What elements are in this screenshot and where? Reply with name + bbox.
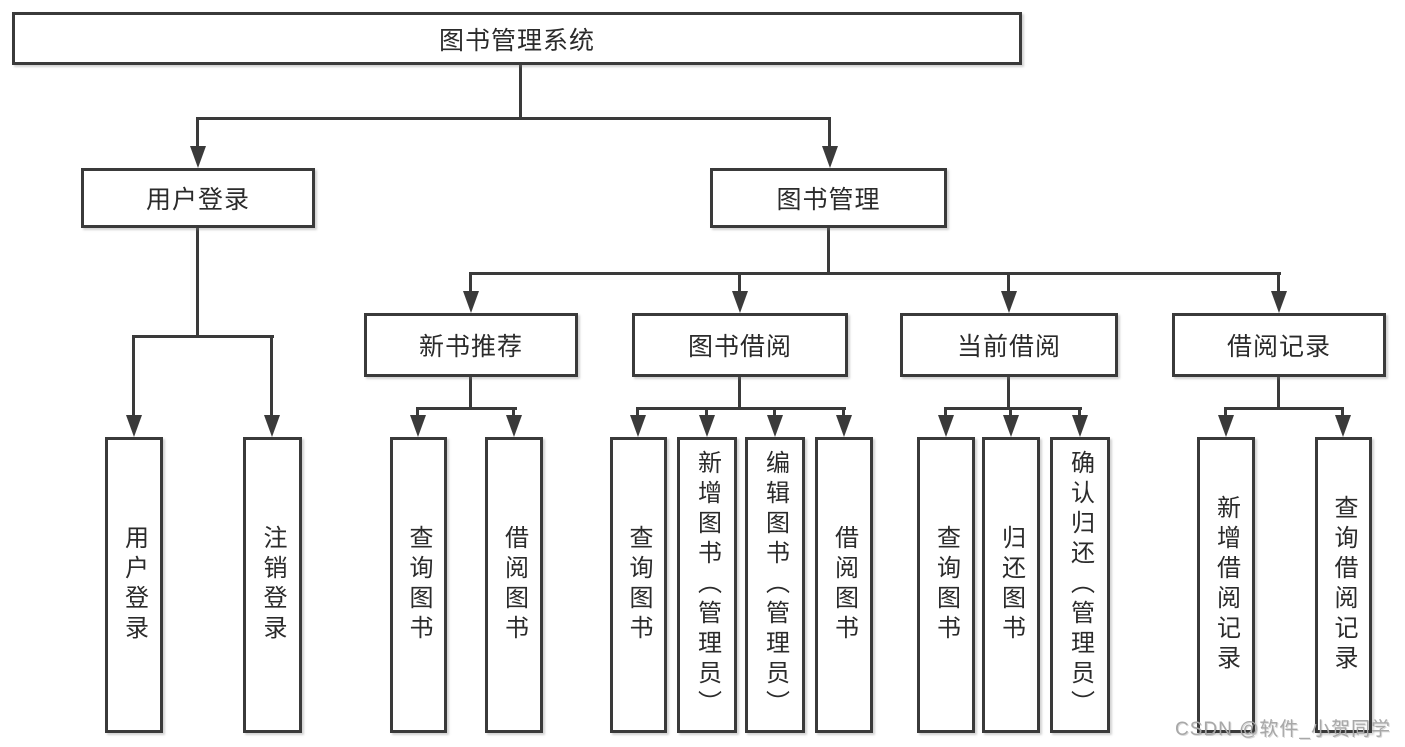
- arrow-down-icon: [732, 291, 748, 313]
- connector: [132, 335, 135, 415]
- connector: [636, 407, 639, 417]
- arrow-down-icon: [264, 415, 280, 437]
- leaf-query-books-borrowing: 查询图书: [610, 437, 667, 733]
- connector: [416, 407, 419, 417]
- arrow-down-icon: [1003, 415, 1019, 437]
- connector: [705, 407, 708, 417]
- node-library-management-system: 图书管理系统: [12, 12, 1022, 65]
- connector: [1224, 407, 1227, 417]
- leaf-add-borrow-record: 新增借阅记录: [1197, 437, 1255, 733]
- connector: [196, 228, 199, 338]
- leaf-confirm-return-admin: 确认归还（管理员）: [1050, 437, 1110, 733]
- arrow-down-icon: [506, 415, 522, 437]
- connector: [469, 272, 472, 291]
- arrow-down-icon: [630, 415, 646, 437]
- connector: [842, 407, 845, 417]
- connector: [469, 272, 1281, 275]
- node-current-borrowing: 当前借阅: [900, 313, 1118, 377]
- connector: [738, 272, 741, 291]
- connector: [738, 377, 741, 410]
- connector: [636, 407, 846, 410]
- arrow-down-icon: [767, 415, 783, 437]
- connector: [512, 407, 515, 417]
- connector: [1277, 272, 1280, 291]
- leaf-borrow-books: 借阅图书: [815, 437, 873, 733]
- connector: [132, 335, 274, 338]
- connector: [1007, 272, 1010, 291]
- connector: [196, 117, 831, 120]
- arrow-down-icon: [410, 415, 426, 437]
- leaf-add-books-admin: 新增图书（管理员）: [677, 437, 737, 733]
- node-borrowing-records: 借阅记录: [1172, 313, 1386, 377]
- connector: [519, 65, 522, 118]
- leaf-return-books: 归还图书: [982, 437, 1040, 733]
- arrow-down-icon: [938, 415, 954, 437]
- connector: [1277, 377, 1280, 410]
- arrow-down-icon: [126, 415, 142, 437]
- leaf-borrow-books-recommend: 借阅图书: [485, 437, 543, 733]
- node-book-borrowing: 图书借阅: [632, 313, 848, 377]
- leaf-query-books-recommend: 查询图书: [390, 437, 447, 733]
- arrow-down-icon: [836, 415, 852, 437]
- connector: [1009, 407, 1012, 417]
- connector: [828, 117, 831, 146]
- node-user-login: 用户登录: [81, 168, 315, 228]
- leaf-query-books-current: 查询图书: [917, 437, 975, 733]
- leaf-edit-books-admin: 编辑图书（管理员）: [745, 437, 805, 733]
- arrow-down-icon: [699, 415, 715, 437]
- arrow-down-icon: [190, 146, 206, 168]
- node-new-book-recommendation: 新书推荐: [364, 313, 578, 377]
- arrow-down-icon: [822, 146, 838, 168]
- leaf-user-login: 用户登录: [105, 437, 163, 733]
- arrow-down-icon: [1001, 291, 1017, 313]
- connector: [1078, 407, 1081, 417]
- csdn-watermark: CSDN @软件_小贺同学: [1175, 719, 1391, 740]
- arrow-down-icon: [1218, 415, 1234, 437]
- connector: [1224, 407, 1344, 410]
- node-book-management: 图书管理: [710, 168, 947, 228]
- leaf-query-borrow-record: 查询借阅记录: [1315, 437, 1372, 733]
- connector: [196, 117, 199, 146]
- connector: [944, 407, 947, 417]
- connector: [944, 407, 1082, 410]
- leaf-logout: 注销登录: [243, 437, 302, 733]
- arrow-down-icon: [463, 291, 479, 313]
- connector: [469, 377, 472, 410]
- arrow-down-icon: [1335, 415, 1351, 437]
- connector: [270, 335, 273, 415]
- arrow-down-icon: [1271, 291, 1287, 313]
- connector: [1007, 377, 1010, 410]
- connector: [773, 407, 776, 417]
- connector: [827, 228, 830, 275]
- connector: [1341, 407, 1344, 417]
- arrow-down-icon: [1072, 415, 1088, 437]
- connector: [416, 407, 517, 410]
